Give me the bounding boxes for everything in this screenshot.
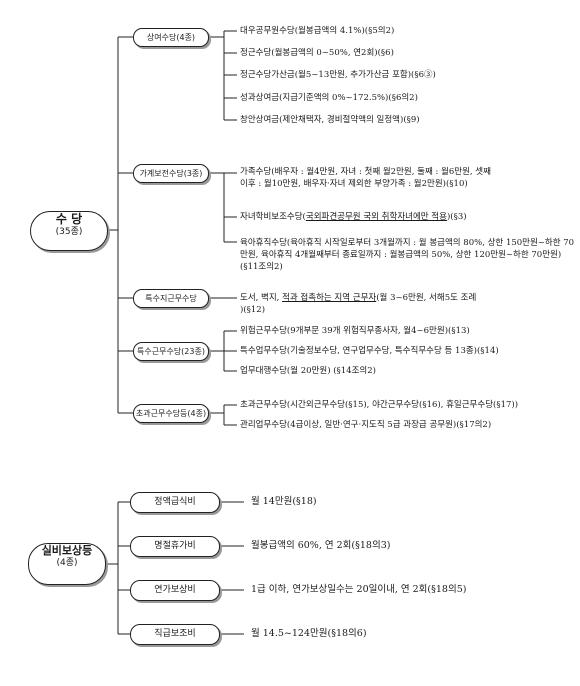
item-text: 창안상여금(제안채택자, 경비절약액의 일정액)(§9) [240, 115, 420, 125]
expense-compensation-root-node: 실비보상등 (4종) [28, 543, 106, 585]
item-text-part: )(§3) [446, 212, 467, 222]
root-subtitle: (35종) [55, 227, 83, 237]
allowance-root-node: 수 당 (35종) [30, 211, 108, 251]
item-text: 대우공무원수당(월봉급액의 4.1%)(§5의2) [240, 26, 395, 36]
item-text-part: 자녀학비보조수당( [240, 212, 306, 222]
item-text: 성과상여금(지급기준액의 0%~172.5%)(§6의2) [240, 93, 418, 103]
category-overtime-allowance: 초과근무수당등(4종) [133, 404, 209, 423]
item-text: 특수업무수당(기술정보수당, 연구업무수당, 특수직무수당 등 13종)(§14… [240, 346, 499, 356]
category-special-region-allowance: 특수지근무수당 [133, 289, 209, 308]
node-description: 월 14.5~124만원(§18의6) [251, 628, 367, 639]
item-text: 위험근무수당(9개부문 39개 위험직무종사자, 월4~6만원)(§13) [240, 326, 470, 336]
node-holiday-bonus: 명절휴가비 [130, 536, 220, 557]
node-meal-allowance: 정액급식비 [130, 492, 220, 513]
item-text-part: (월 3~6만원, 서해5도 조례 )(§12) [240, 293, 477, 315]
category-special-duty-allowance: 특수근무수당(23종) [133, 342, 209, 361]
node-description: 월봉급액의 60%, 연 2회(§18의3) [251, 540, 391, 551]
item-text-part: 도서, 벽지, [240, 293, 283, 303]
category-household-allowance: 가계보전수당(3종) [133, 164, 209, 183]
item-text-underlined: 적과 접촉하는 지역 근무자 [282, 293, 377, 303]
root-title: 수 당 [55, 212, 83, 226]
node-description: 1급 이하, 연가보상일수는 20일이내, 연 2회(§18의5) [251, 584, 467, 595]
item-text: 자녀학비보조수당(국외파견공무원 국외 취학자녀에만 적용)(§3) [240, 211, 575, 223]
item-text-underlined: 국외파견공무원 국외 취학자녀에만 적용 [305, 212, 447, 222]
node-position-subsidy: 직급보조비 [130, 624, 220, 645]
item-text: 가족수당(배우자 : 월4만원, 자녀 : 첫째 월2만원, 둘째 : 월6만원… [240, 167, 491, 189]
item-text: 정근수당(월봉급액의 0~50%, 연2회)(§6) [240, 48, 394, 58]
item-text: 관리업무수당(4급이상, 일반·연구·지도직 5급 과장급 공무원)(§17의2… [240, 420, 492, 430]
item-text: 육아휴직수당(육아휴직 시작일로부터 3개월까지 : 월 봉급액의 80%, 상… [240, 238, 575, 272]
root-subtitle: (4종) [56, 557, 78, 568]
root-title: 실비보상등 [41, 544, 93, 557]
item-text: 도서, 벽지, 적과 접촉하는 지역 근무자(월 3~6만원, 서해5도 조례 … [240, 292, 575, 316]
item-text: 정근수당가산금(월5~13만원, 추가가산금 포함)(§6③) [240, 70, 436, 80]
item-text: 업무대행수당(월 20만원) (§14조의2) [240, 366, 376, 376]
item-text: 초과근무수당(시간외근무수당(§15), 야간근무수당(§16), 휴일근무수당… [240, 400, 519, 410]
category-bonus-allowance: 상여수당(4종) [133, 28, 209, 47]
node-leave-compensation: 연가보상비 [130, 580, 220, 601]
node-description: 월 14만원(§18) [251, 496, 317, 507]
